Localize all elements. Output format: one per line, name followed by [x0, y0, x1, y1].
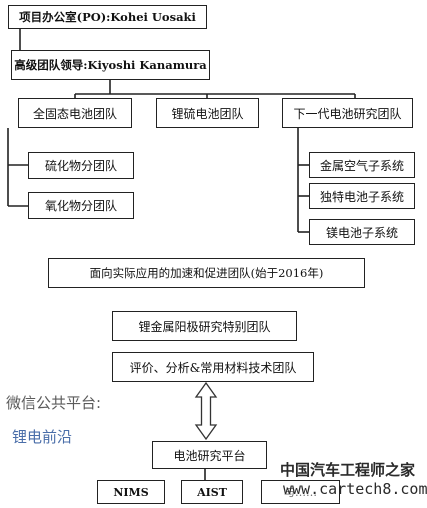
acceleration-team-box: 面向实际应用的加速和促进团队(始于2016年)	[48, 258, 365, 288]
partner-label: 与……	[284, 486, 317, 499]
all-solid-state-team-label: 全固态电池团队	[32, 106, 117, 121]
aist-box: AIST	[181, 480, 243, 504]
next-gen-team-box: 下一代电池研究团队	[282, 98, 413, 128]
team-leader-box: 高级团队领导:Kiyoshi Kanamura	[11, 50, 210, 80]
double-arrow	[194, 381, 218, 441]
aist-label: AIST	[197, 485, 227, 499]
all-solid-state-team-box: 全固态电池团队	[18, 98, 132, 128]
evaluation-team-label: 评价、分析&常用材料技术团队	[129, 360, 297, 375]
acceleration-team-label: 面向实际应用的加速和促进团队(始于2016年)	[89, 266, 324, 280]
site-name-watermark: 中国汽车工程师之家	[280, 461, 416, 479]
oxide-subteam-label: 氧化物分团队	[44, 199, 117, 213]
li-metal-anode-team-label: 锂金属阳极研究特别团队	[138, 319, 271, 334]
research-platform-label: 电池研究平台	[173, 448, 246, 463]
sulfide-subteam-box: 硫化物分团队	[28, 152, 134, 179]
magnesium-battery-subsystem-box: 镁电池子系统	[309, 219, 415, 245]
sulfide-subteam-label: 硫化物分团队	[44, 159, 117, 173]
magnesium-battery-subsystem-label: 镁电池子系统	[325, 225, 398, 240]
project-office-box: 项目办公室(PO):Kohei Uosaki	[8, 5, 207, 29]
wechat-platform-watermark: 微信公共平台:	[6, 394, 102, 412]
metal-air-subsystem-box: 金属空气子系统	[309, 152, 415, 178]
team-leader-label: 高级团队领导:Kiyoshi Kanamura	[14, 58, 207, 72]
lithium-sulfur-team-box: 锂硫电池团队	[156, 98, 259, 128]
lithium-sulfur-team-label: 锂硫电池团队	[171, 106, 244, 121]
nims-box: NIMS	[97, 480, 165, 504]
metal-air-subsystem-label: 金属空气子系统	[319, 158, 404, 173]
partner-box: 与……	[261, 480, 340, 504]
next-gen-team-label: 下一代电池研究团队	[293, 106, 402, 121]
oxide-subteam-box: 氧化物分团队	[28, 192, 134, 219]
site-url-watermark: www.cartech8.com	[283, 480, 427, 498]
wechat-account-watermark: 锂电前沿	[12, 428, 73, 446]
unique-battery-subsystem-label: 独特电池子系统	[319, 189, 404, 204]
research-platform-box: 电池研究平台	[152, 441, 267, 469]
project-office-label: 项目办公室(PO):Kohei Uosaki	[19, 10, 196, 24]
evaluation-team-box: 评价、分析&常用材料技术团队	[112, 352, 314, 382]
nims-label: NIMS	[113, 485, 149, 499]
li-metal-anode-team-box: 锂金属阳极研究特别团队	[112, 311, 297, 341]
unique-battery-subsystem-box: 独特电池子系统	[309, 183, 415, 209]
